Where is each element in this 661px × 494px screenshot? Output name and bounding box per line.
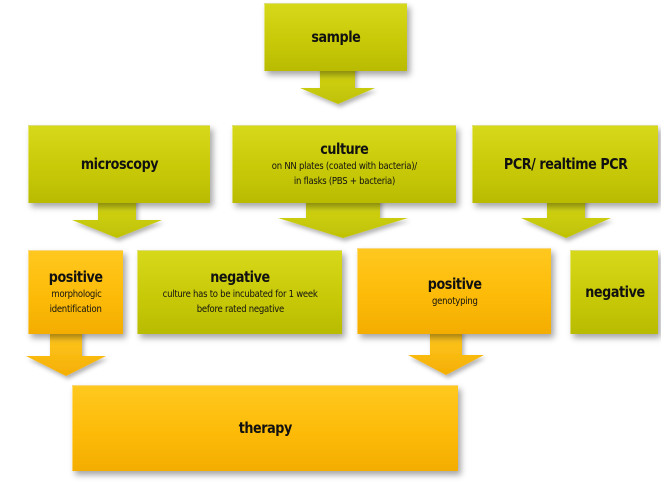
- therapy-title: therapy: [238, 419, 293, 437]
- negative-culture-box: negative culture has to be incubated for…: [137, 250, 342, 334]
- negative-pcr-box: negative: [570, 250, 658, 334]
- positive-microscopy-box: positive morphologic identification: [28, 250, 123, 334]
- pcr-title: PCR/ realtime PCR: [503, 155, 628, 173]
- arrow-sample-down: [300, 60, 375, 104]
- positive-microscopy-line2: identification: [49, 304, 103, 315]
- arrow-positive-pcr-down: [408, 330, 484, 375]
- culture-title: culture: [320, 140, 369, 158]
- positive-microscopy-title: positive: [49, 268, 103, 286]
- positive-pcr-box: positive genotyping: [357, 248, 551, 334]
- positive-pcr-title: positive: [427, 274, 482, 293]
- therapy-box: therapy: [72, 385, 458, 471]
- sample-box: sample: [264, 3, 407, 71]
- positive-microscopy-line1: morphologic: [50, 289, 102, 300]
- microscopy-title: microscopy: [80, 155, 159, 173]
- negative-culture-line1: culture has to be incubated for 1 week: [162, 289, 318, 300]
- culture-detail-line2: in flasks (PBS + bacteria): [293, 176, 396, 187]
- arrow-pcr-down: [521, 192, 611, 238]
- arrow-positive-microscopy-down: [26, 330, 106, 376]
- arrow-microscopy-down: [72, 192, 162, 238]
- arrow-culture-down: [278, 192, 408, 238]
- microscopy-box: microscopy: [28, 125, 210, 203]
- negative-culture-line2: before rated negative: [196, 304, 284, 315]
- pcr-box: PCR/ realtime PCR: [472, 125, 658, 203]
- culture-detail-line1: on NN plates (coated with bacteria)/: [271, 161, 418, 172]
- positive-pcr-line1: genotyping: [431, 295, 478, 307]
- negative-pcr-title: negative: [584, 283, 645, 301]
- negative-culture-title: negative: [210, 268, 270, 286]
- culture-box: culture on NN plates (coated with bacter…: [232, 125, 456, 203]
- sample-title: sample: [311, 28, 361, 46]
